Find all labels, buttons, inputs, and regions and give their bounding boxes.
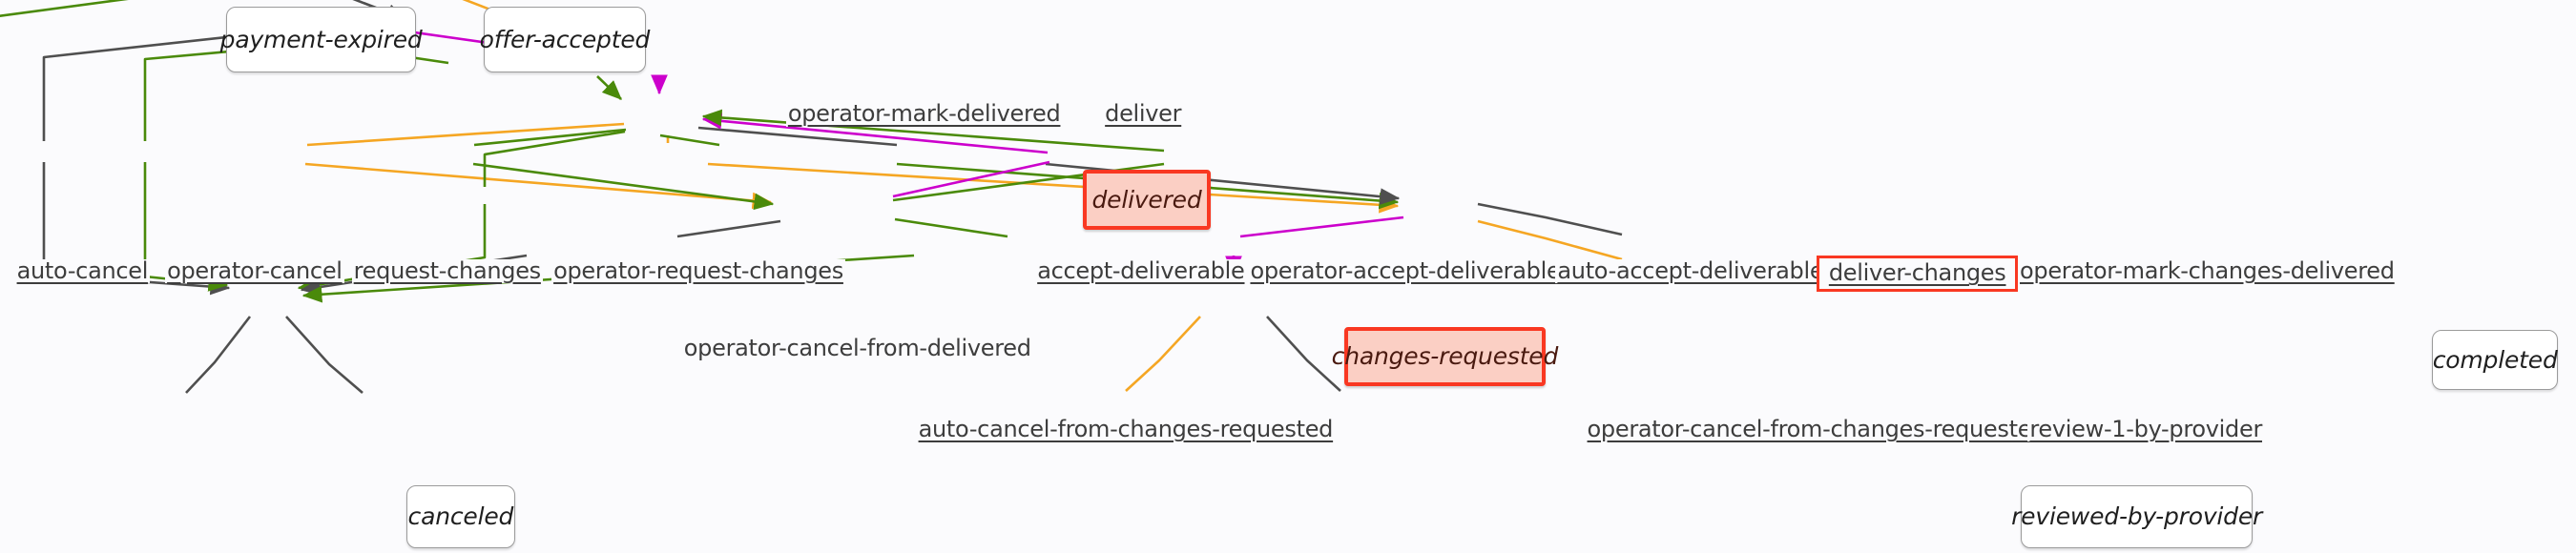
- state-node-payment-expired[interactable]: payment-expired: [220, 6, 423, 73]
- edge-label-review-1-by-provider[interactable]: review-1-by-provider: [2027, 416, 2265, 443]
- edge-delivered-to-op-accept-deliverable: [659, 133, 720, 147]
- edge-label-auto-cancel-from-changes-requested[interactable]: auto-cancel-from-changes-requested: [916, 416, 1336, 443]
- edge-completed-to-review-label: [1239, 215, 1404, 238]
- edge-label-operator-mark-changes-delivered[interactable]: operator-mark-changes-delivered: [2018, 256, 2397, 284]
- edge-canceled-out-right: [285, 316, 364, 394]
- state-node-label: reviewed-by-provider: [2011, 502, 2263, 531]
- edge-delivered-to-auto-accept-deliverable: [697, 126, 898, 147]
- edge-changes-requested-to-op-cancel-label: [894, 217, 1008, 238]
- edge-request-changes-to-changes-requested: [304, 162, 773, 210]
- edge-label-auto-cancel[interactable]: auto-cancel: [14, 256, 151, 284]
- edge-auto-accept-deliverable-to-completed: [1045, 162, 1401, 205]
- edge-delivered-to-request-changes: [306, 122, 625, 147]
- edge-mark-delivered-to-delivered: [596, 75, 622, 100]
- edge-label-operator-cancel-from-changes-requested[interactable]: operator-cancel-from-changes-requested: [1585, 416, 2048, 443]
- state-node-label: payment-expired: [219, 26, 423, 54]
- edge-accept-deliverable-to-completed: [707, 162, 1400, 214]
- edge-mark-changes-delivered-to-delivered: [701, 109, 1165, 153]
- edge-deliver-changes-to-delivered: [701, 113, 1049, 154]
- edge-delivered-to-op-cancel-from-delivered: [483, 130, 626, 187]
- edge-label-auto-accept-deliverable[interactable]: auto-accept-deliverable: [1555, 256, 1826, 284]
- state-node-changes-requested[interactable]: changes-requested: [1332, 326, 1558, 387]
- state-node-delivered[interactable]: delivered: [1083, 170, 1211, 230]
- edge-reviewed-out-gray: [1266, 316, 1341, 392]
- edge-label-operator-mark-delivered[interactable]: operator-mark-delivered: [785, 100, 1063, 128]
- edge-label-operator-accept-deliverable[interactable]: operator-accept-deliverable: [1248, 256, 1563, 284]
- edge-label-accept-deliverable[interactable]: accept-deliverable: [1035, 256, 1247, 284]
- edge-label-operator-cancel[interactable]: operator-cancel: [165, 256, 344, 284]
- state-node-label: offer-accepted: [479, 26, 651, 54]
- state-node-label: delivered: [1091, 185, 1202, 214]
- edge-label-request-changes[interactable]: request-changes: [351, 256, 543, 284]
- state-node-reviewed-by-provider[interactable]: reviewed-by-provider: [2011, 485, 2262, 548]
- edge-op-request-changes-to-changes-requested: [472, 162, 775, 211]
- edge-canceled-out-left: [185, 316, 252, 394]
- state-node-completed[interactable]: completed: [2432, 330, 2558, 390]
- state-node-label: changes-requested: [1331, 342, 1559, 371]
- edge-top-green-crossing: [0, 0, 129, 17]
- state-node-label: canceled: [407, 502, 514, 531]
- edge-label-operator-cancel-from-delivered[interactable]: operator-cancel-from-delivered: [681, 335, 1033, 362]
- edge-label-deliver[interactable]: deliver: [1103, 100, 1184, 128]
- edge-delivered-to-op-request-changes: [473, 128, 627, 147]
- state-node-offer-accepted[interactable]: offer-accepted: [480, 6, 650, 73]
- edge-completed-out-gray: [1477, 202, 1623, 236]
- edge-changes-requested-to-auto-cancel-label: [676, 219, 781, 238]
- edge-changes-requested-to-deliver-changes: [892, 160, 1050, 198]
- state-node-canceled[interactable]: canceled: [405, 485, 515, 548]
- edge-reviewed-out-orange: [1125, 316, 1201, 392]
- edge-label-operator-request-changes[interactable]: operator-request-changes: [551, 256, 845, 284]
- edge-label-deliver-changes[interactable]: deliver-changes: [1816, 256, 2019, 292]
- edge-completed-out-orange: [1477, 219, 1623, 261]
- state-node-label: completed: [2432, 345, 2558, 374]
